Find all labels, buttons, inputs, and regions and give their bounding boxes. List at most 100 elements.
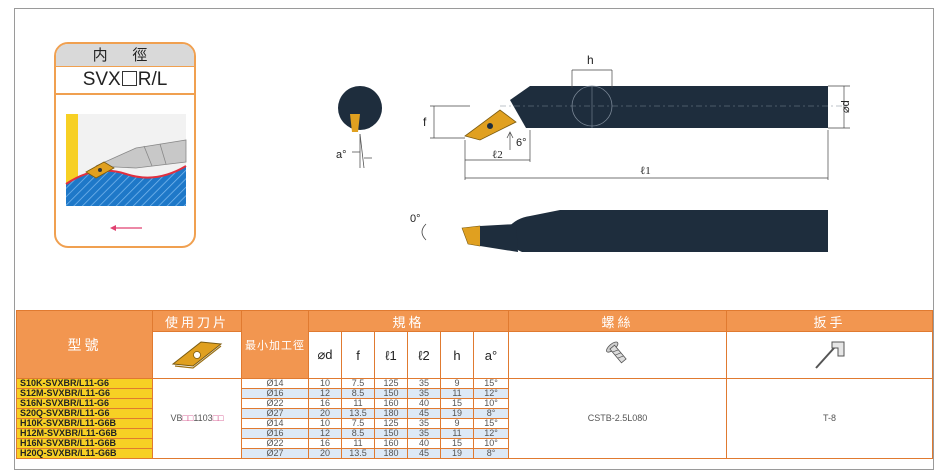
insert-code-end: □□: [212, 413, 224, 423]
model-cell: S20Q-SVXBR/L11-G6: [16, 408, 153, 419]
spec-d-cell: 20: [308, 448, 342, 459]
spec-a-cell: 12°: [472, 388, 510, 399]
min-bore-cell: Ø16: [241, 388, 309, 399]
spec-l2-cell: 35: [407, 378, 441, 389]
min-bore-cell: Ø14: [241, 418, 309, 429]
min-bore-cell: Ø27: [241, 408, 309, 419]
badge-code-suffix: R/L: [137, 69, 168, 90]
spec-d-cell: 10: [308, 378, 342, 389]
spec-a-cell: 8°: [472, 408, 510, 419]
model-cell: H20Q-SVXBR/L11-G6B: [16, 448, 153, 459]
min-bore-cell: Ø14: [241, 378, 309, 389]
a-angle-label: a°: [336, 149, 347, 161]
spec-f-cell: 13.5: [341, 448, 375, 459]
spec-col-a: a°: [472, 331, 510, 379]
spec-l1-cell: 150: [374, 428, 408, 439]
spec-l1-cell: 125: [374, 378, 408, 389]
spec-f-cell: 11: [341, 438, 375, 449]
spec-f-cell: 8.5: [341, 428, 375, 439]
spec-h-cell: 9: [440, 418, 474, 429]
model-cell: S16N-SVXBR/L11-G6: [16, 398, 153, 409]
spec-d-cell: 12: [308, 388, 342, 399]
insert-code-mark: □□: [182, 413, 194, 423]
side-view: [430, 69, 850, 180]
h-label: h: [587, 53, 594, 67]
header-row-2: ⌀d f ℓ1 ℓ2 h a°: [17, 331, 934, 379]
spec-l2-cell: 35: [407, 388, 441, 399]
spec-col-l2: ℓ2: [407, 331, 441, 379]
min-bore-cell: Ø22: [241, 398, 309, 409]
spec-f-cell: 7.5: [341, 378, 375, 389]
spec-f-cell: 8.5: [341, 388, 375, 399]
spec-a-cell: 10°: [472, 438, 510, 449]
spec-header: 規格: [307, 310, 510, 332]
model-cell: H16N-SVXBR/L11-G6B: [16, 438, 153, 449]
spec-col-f: f: [341, 331, 375, 379]
spec-l2-cell: 40: [407, 398, 441, 409]
page-frame: [14, 8, 934, 470]
badge-title: 内 徑: [56, 44, 194, 67]
screw-image-cell: [508, 331, 728, 379]
model-cell: H10K-SVXBR/L11-G6B: [16, 418, 153, 429]
wrench-code-cell: T-8: [726, 378, 934, 459]
spec-table: 型號 使用刀片 最小加工徑 規格 螺絲 扳手 ⌀d f ℓ1 ℓ2 h a°: [16, 310, 934, 459]
screw-header: 螺絲: [508, 310, 728, 332]
spec-d-cell: 20: [308, 408, 342, 419]
screw-icon: [605, 341, 627, 363]
spec-h-cell: 19: [440, 408, 474, 419]
spec-f-cell: 13.5: [341, 408, 375, 419]
spec-l2-cell: 45: [407, 448, 441, 459]
wrench-image-cell: [726, 331, 934, 379]
spec-col-h: h: [440, 331, 474, 379]
spec-d-cell: 10: [308, 418, 342, 429]
wrench-icon: [814, 341, 845, 369]
spec-l2-cell: 40: [407, 438, 441, 449]
spec-col-l1: ℓ1: [374, 331, 408, 379]
spec-a-cell: 15°: [472, 378, 510, 389]
spec-d-cell: 16: [308, 438, 342, 449]
model-cell: H12M-SVXBR/L11-G6B: [16, 428, 153, 439]
insert-header: 使用刀片: [152, 310, 242, 332]
spec-h-cell: 11: [440, 388, 474, 399]
insert-code-pre: VB: [170, 413, 183, 423]
spec-a-cell: 10°: [472, 398, 510, 409]
insert-image-cell: [152, 331, 242, 379]
model-cell: S10K-SVXBR/L11-G6: [16, 378, 153, 389]
spec-h-cell: 11: [440, 428, 474, 439]
spec-a-cell: 15°: [472, 418, 510, 429]
spec-l1-cell: 150: [374, 388, 408, 399]
l2-label: ℓ2: [492, 149, 503, 161]
lower-bar-view: [421, 210, 828, 252]
spec-l1-cell: 180: [374, 408, 408, 419]
spec-h-cell: 9: [440, 378, 474, 389]
angle-6-label: 6°: [516, 137, 527, 149]
spec-h-cell: 15: [440, 398, 474, 409]
spec-d-cell: 12: [308, 428, 342, 439]
end-view: [338, 86, 382, 169]
spec-a-cell: 12°: [472, 428, 510, 439]
spec-f-cell: 11: [341, 398, 375, 409]
spec-l1-cell: 180: [374, 448, 408, 459]
spec-l1-cell: 125: [374, 418, 408, 429]
model-header: 型號: [16, 310, 153, 379]
d-label: ⌀d: [840, 100, 852, 113]
insert-code-mid: 1103: [193, 413, 213, 423]
spec-col-d: ⌀d: [308, 331, 342, 379]
placeholder-box-icon: [121, 71, 137, 86]
spec-l1-cell: 160: [374, 438, 408, 449]
boring-illustration: [65, 114, 187, 231]
wrench-header: 扳手: [726, 310, 934, 332]
tool-drawing: a° h f 6° ℓ2 ℓ1 ⌀d: [336, 53, 852, 252]
spec-l2-cell: 35: [407, 418, 441, 429]
l1-label: ℓ1: [640, 165, 651, 177]
screw-code-cell: CSTB-2.5L080: [508, 378, 728, 459]
